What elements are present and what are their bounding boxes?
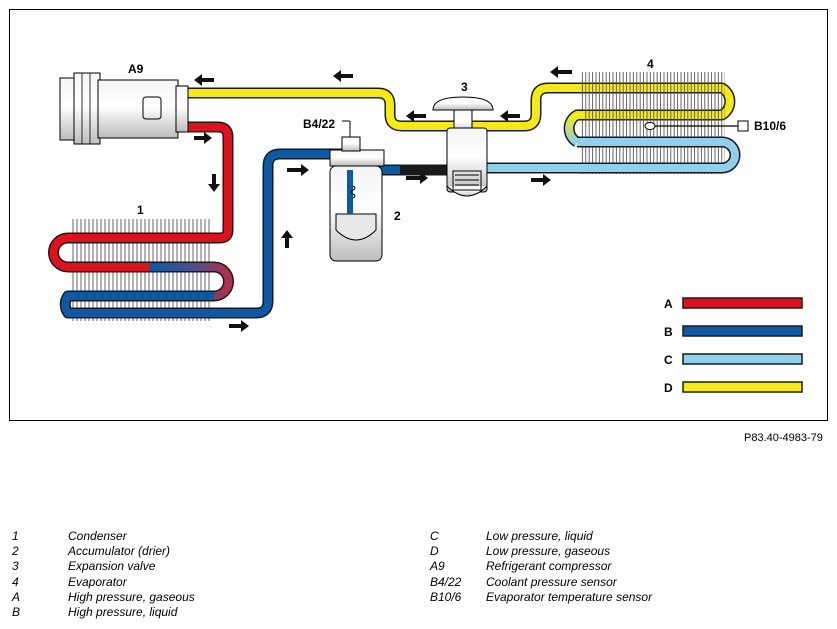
color-key-swatch (682, 297, 803, 309)
color-key-swatch (682, 325, 803, 337)
label-coolant-pressure-sensor: B4/22 (303, 117, 335, 131)
arrow-icon (194, 74, 214, 86)
label-evaporator: 4 (647, 57, 654, 71)
arrow-icon (287, 164, 309, 176)
legend-key: D (430, 544, 439, 559)
color-key-label: C (664, 353, 673, 367)
evaporator-temperature-sensor: B10/6 (644, 119, 786, 133)
legend-key: 4 (12, 574, 19, 589)
legend-text: Refrigerant compressor (486, 559, 612, 574)
arrow-icon (406, 172, 428, 184)
coolant-pressure-sensor: B4/22 (303, 117, 351, 137)
expansion-valve: 3 (432, 80, 494, 197)
legend-row: A9 Refrigerant compressor (430, 559, 652, 574)
legend-key: A9 (430, 559, 445, 574)
label-expansion-valve: 3 (461, 80, 468, 94)
legend-row: A High pressure, gaseous (12, 590, 195, 605)
condenser: 1 (48, 121, 330, 321)
legend-text: High pressure, gaseous (68, 589, 195, 604)
arrow-icon (550, 66, 572, 78)
color-key-label: A (664, 297, 673, 311)
arrow-icon (500, 110, 520, 122)
arrow-icon (406, 110, 426, 122)
legend-row: C Low pressure, liquid (430, 529, 652, 544)
color-key-label: D (664, 381, 673, 395)
legend-text: Low pressure, liquid (486, 529, 593, 543)
label-evaporator-temperature-sensor: B10/6 (754, 119, 786, 133)
legend-text: Accumulator (drier) (68, 544, 171, 559)
color-key-swatch (682, 381, 803, 393)
legend-key: 3 (12, 559, 19, 574)
legend-text: Coolant pressure sensor (486, 574, 617, 589)
diagram-frame (9, 9, 828, 421)
legend-key: 1 (12, 529, 19, 543)
flow-arrows (194, 66, 572, 332)
legend-row: D Low pressure, gaseous (430, 544, 652, 559)
legend-row: B10/6 Evaporator temperature sensor (430, 590, 652, 605)
legend-key: A (12, 589, 21, 604)
arrow-icon (333, 70, 353, 82)
color-key-swatch (682, 353, 803, 365)
label-accumulator: 2 (394, 209, 401, 223)
legend-text: Evaporator temperature sensor (486, 589, 653, 604)
legend-key: B10/6 (430, 589, 462, 604)
color-key-label: B (664, 325, 673, 339)
legend-row: B4/22 Coolant pressure sensor (430, 575, 652, 590)
legend-row: 2 Accumulator (drier) (12, 544, 195, 559)
legend-text: Low pressure, gaseous (486, 544, 611, 559)
arrow-icon (208, 174, 220, 192)
legend-text: Condenser (68, 529, 127, 543)
arrow-icon (194, 132, 212, 144)
figure-reference: P83.40-4983-79 (744, 432, 823, 444)
legend-text: Evaporator (68, 574, 127, 589)
arrow-icon (229, 320, 249, 332)
label-compressor: A9 (128, 62, 144, 76)
legend-left-column: 1 Condenser 2 Accumulator (drier) 3 Expansion… (12, 529, 195, 620)
legend-key: B (12, 604, 21, 619)
legend-key: 2 (12, 544, 19, 559)
legend-row: 1 Condenser (12, 529, 195, 544)
arrow-icon (531, 174, 551, 186)
suction-line (186, 82, 736, 132)
legend-key: C (430, 529, 439, 543)
legend-row: B High pressure, liquid (12, 605, 195, 620)
arrow-icon (281, 230, 293, 248)
label-condenser: 1 (137, 203, 144, 217)
legend-key: B4/22 (430, 574, 462, 589)
legend-text: High pressure, liquid (68, 604, 178, 619)
legend-row: 3 Expansion valve (12, 559, 195, 574)
legend-text: Expansion valve (68, 559, 156, 574)
accumulator-drier: 2 (329, 136, 401, 262)
refrigerant-compressor: A9 (59, 62, 189, 145)
legend-row: 4 Evaporator (12, 575, 195, 590)
